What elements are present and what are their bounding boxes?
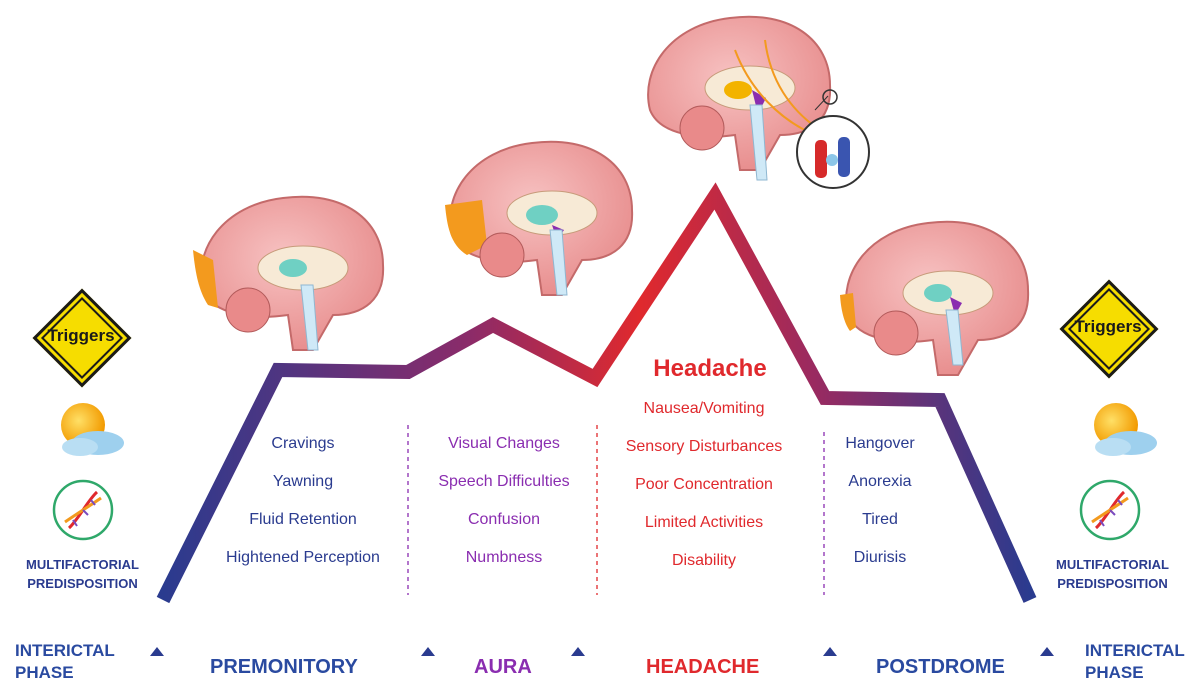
brain-icon	[840, 220, 1030, 376]
symptom-item: Disability	[671, 552, 736, 569]
phase-label-line: PHASE	[1085, 663, 1144, 682]
symptom-item: Yawning	[272, 473, 334, 490]
symptom-item: Limited Activities	[644, 514, 764, 531]
dna-icon	[52, 479, 114, 541]
symptom-item: Diurisis	[853, 549, 907, 566]
triggers-label-left: Triggers	[47, 326, 115, 345]
phase-label-line: INTERICTAL	[15, 641, 115, 660]
predisposition-line: MULTIFACTORIAL	[26, 557, 139, 572]
brain-icon	[193, 195, 385, 351]
phase-interictal-left: INTERICTAL PHASE	[15, 640, 115, 684]
blood-vessel-inset-icon	[796, 89, 870, 189]
headache-symptoms: Nausea/Vomiting Sensory Disturbances Poo…	[604, 390, 804, 580]
phase-marker-icon	[421, 647, 435, 656]
phase-postdrome: POSTDROME	[876, 656, 1005, 678]
symptom-item: Visual Changes	[448, 435, 560, 452]
symptom-item: Cravings	[271, 435, 335, 452]
brain-icon	[445, 140, 634, 296]
predisposition-line: PREDISPOSITION	[27, 576, 138, 591]
phase-marker-icon	[571, 647, 585, 656]
phase-label-line: INTERICTAL	[1085, 641, 1185, 660]
phase-aura: AURA	[474, 656, 532, 678]
migraine-intensity-curve	[156, 182, 1037, 604]
phase-premonitory: PREMONITORY	[210, 656, 358, 678]
symptom-item: Hightened Perception	[226, 549, 380, 566]
phase-marker-icon	[150, 647, 164, 656]
symptom-item: Hangover	[845, 435, 915, 452]
symptom-item: Poor Concentration	[635, 476, 773, 493]
phase-headache: HEADACHE	[646, 656, 760, 678]
symptom-item: Tired	[862, 511, 898, 528]
symptom-item: Speech Difficulties	[438, 473, 570, 490]
brain-icon	[647, 15, 832, 181]
predisposition-label-right: MULTIFACTORIAL PREDISPOSITION	[1030, 555, 1195, 593]
symptom-item: Confusion	[467, 511, 541, 528]
symptom-item: Nausea/Vomiting	[643, 400, 765, 417]
postdrome-symptoms: Hangover Anorexia Tired Diurisis	[780, 425, 980, 577]
predisposition-line: PREDISPOSITION	[1057, 576, 1168, 591]
aura-symptoms: Visual Changes Speech Difficulties Confu…	[404, 425, 604, 577]
premonitory-symptoms: Cravings Yawning Fluid Retention Highten…	[203, 425, 403, 577]
sun-cloud-icon	[61, 403, 124, 456]
predisposition-line: MULTIFACTORIAL	[1056, 557, 1169, 572]
phase-marker-icon	[823, 647, 837, 656]
headache-title: Headache	[653, 355, 767, 382]
predisposition-label-left: MULTIFACTORIAL PREDISPOSITION	[0, 555, 165, 593]
phase-marker-icon	[1040, 647, 1054, 656]
symptom-item: Sensory Disturbances	[625, 438, 783, 455]
symptom-item: Fluid Retention	[249, 511, 357, 528]
symptom-item: Anorexia	[848, 473, 912, 490]
triggers-label-right: Triggers	[1074, 317, 1142, 336]
phase-label-line: PHASE	[15, 663, 74, 682]
dna-icon	[1079, 479, 1141, 541]
sun-cloud-icon	[1094, 403, 1157, 456]
phase-interictal-right: INTERICTAL PHASE	[1085, 640, 1185, 684]
symptom-item: Numbness	[465, 549, 543, 566]
